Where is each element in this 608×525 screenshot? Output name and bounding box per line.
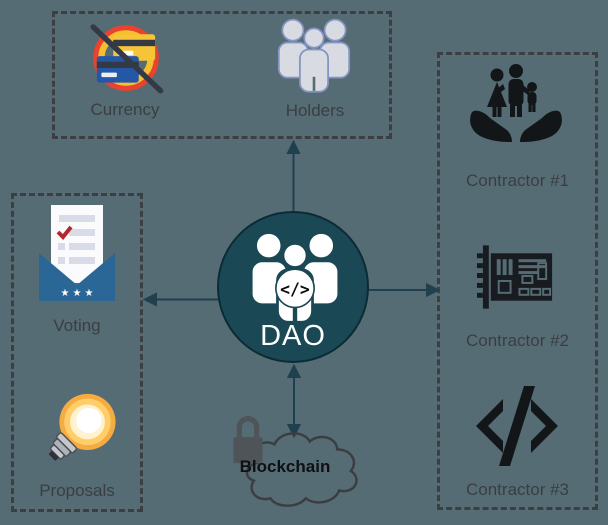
contractor-1-label: Contractor #1 [466, 171, 569, 190]
padlock-icon [233, 416, 263, 464]
ballot-envelope-icon: ★ ★ ★ [39, 205, 115, 301]
currency-label: Currency [90, 100, 160, 119]
holders-label: Holders [285, 101, 345, 120]
arrow-head-up-icon [286, 139, 301, 154]
arrow-head-left-icon [142, 292, 157, 307]
svg-text:★: ★ [61, 288, 70, 299]
people-code-icon: </> [249, 231, 341, 324]
voting-label: Voting [53, 316, 101, 335]
svg-text:★: ★ [73, 288, 82, 299]
currency-exchange-crossed-icon [90, 24, 164, 94]
svg-text:★: ★ [85, 288, 94, 299]
contractor-3-label: Contractor #3 [466, 480, 569, 499]
proposals-label: Proposals [39, 481, 115, 500]
dao-label: DAO [260, 320, 326, 352]
blockchain-cloud-icon [245, 432, 358, 507]
check-mark-icon [56, 225, 73, 240]
code-brackets-icon [476, 386, 558, 466]
lightbulb-icon [48, 393, 116, 461]
envelope-stars: ★ ★ ★ [61, 288, 94, 299]
right-group-box [437, 52, 598, 510]
contractor-2-label: Contractor #2 [466, 331, 569, 350]
dao-node: </> DAO [217, 211, 369, 363]
left-group-box [11, 193, 143, 512]
code-badge-circle [275, 268, 315, 309]
people-group-icon [277, 18, 351, 93]
hands-holding-family-icon [470, 64, 562, 142]
circuit-board-icon [476, 245, 553, 309]
arrow-head-up2-icon [286, 363, 302, 378]
blockchain-label: Blockchain [239, 457, 331, 476]
code-glyph: </> [280, 280, 310, 299]
top-group-box [52, 11, 392, 139]
